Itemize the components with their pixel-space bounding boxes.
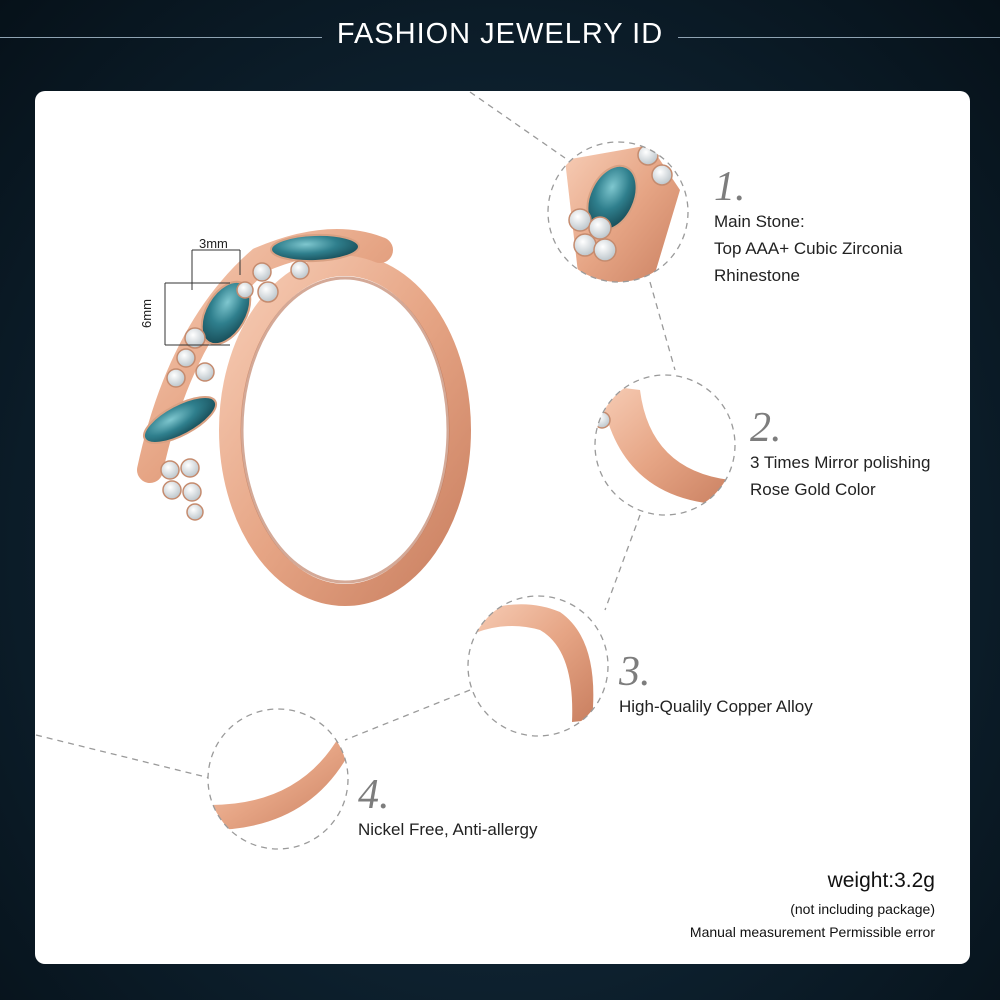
header-line-right [678, 37, 1000, 38]
feature-number: 2. [750, 405, 782, 451]
feature-line: Nickel Free, Anti-allergy [358, 820, 538, 839]
feature-line: High-Qualily Copper Alloy [619, 697, 813, 716]
measurement-note: Manual measurement Permissible error [689, 924, 935, 940]
page-title: FASHION JEWELRY ID [336, 18, 664, 50]
dimension-height-label: 6mm [138, 299, 154, 328]
dimension-markers [164, 249, 241, 346]
detail-circle-alloy [467, 595, 609, 737]
feature-number: 1. [714, 164, 746, 210]
product-card [35, 91, 970, 964]
header-line-left [0, 37, 322, 38]
weight-label: weight:3.2g [827, 869, 935, 892]
feature-copper-alloy: 3. High-Qualily Copper Alloy [619, 651, 813, 720]
feature-line: Main Stone: [714, 212, 805, 231]
feature-line: Rhinestone [714, 266, 801, 285]
detail-circle-polishing [594, 374, 736, 516]
dimension-width-label: 3mm [199, 236, 228, 251]
connector-lines [35, 91, 676, 779]
feature-nickel-free: 4. Nickel Free, Anti-allergy [358, 774, 538, 843]
detail-circle-nickel-free [207, 708, 349, 850]
ring-image [137, 229, 471, 606]
weight-note: (not including package) [790, 901, 935, 917]
feature-line: Top AAA+ Cubic Zirconia [714, 239, 903, 258]
feature-polishing: 2. 3 Times Mirror polishing Rose Gold Co… [750, 407, 930, 503]
feature-number: 4. [358, 772, 390, 818]
feature-main-stone: 1. Main Stone: Top AAA+ Cubic Zirconia R… [714, 166, 903, 289]
feature-line: Rose Gold Color [750, 480, 876, 499]
detail-circle-stones [547, 141, 689, 283]
feature-line: 3 Times Mirror polishing [750, 453, 931, 472]
feature-number: 3. [619, 649, 651, 695]
